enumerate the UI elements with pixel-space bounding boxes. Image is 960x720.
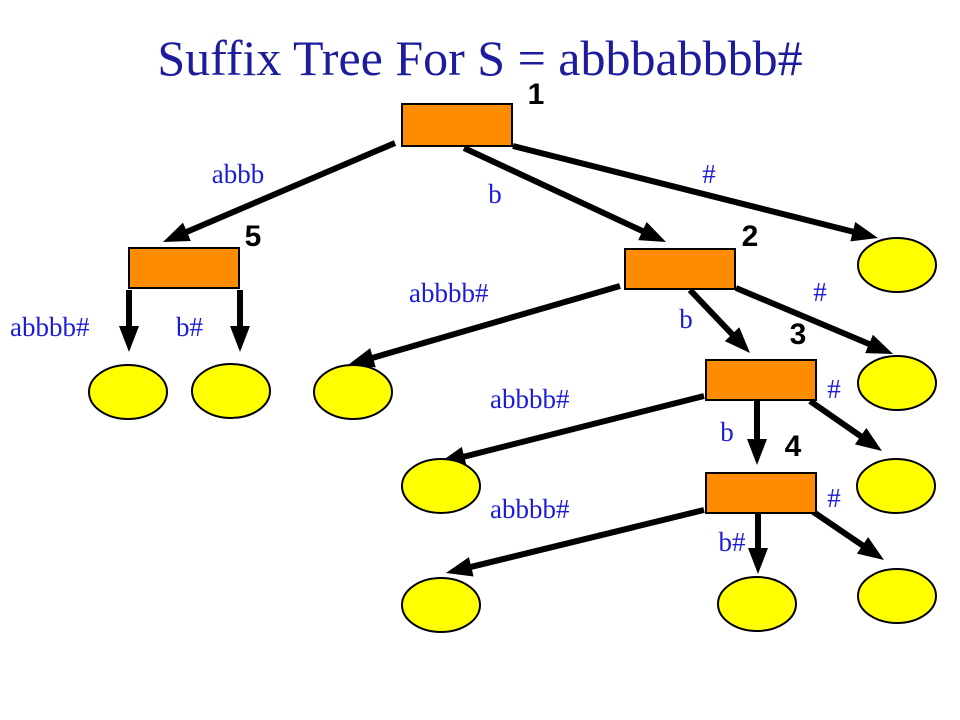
edge-n2-l5 <box>734 285 893 354</box>
edge-n5-l2 <box>119 290 139 352</box>
edge-label: abbbb# <box>409 278 489 308</box>
edge-line <box>512 143 858 236</box>
edge-n5-l3 <box>230 290 250 352</box>
arrowhead <box>856 537 884 560</box>
edge-label: # <box>827 374 841 404</box>
edge-label: # <box>702 159 716 189</box>
edge-n3-l7 <box>808 398 882 451</box>
edge-label: # <box>827 483 841 513</box>
edge-label: b <box>679 304 693 334</box>
leaf-node <box>191 363 271 419</box>
edge-n2-n3 <box>687 287 750 353</box>
arrowhead <box>163 222 191 242</box>
leaf-node <box>88 364 168 420</box>
edge-label: abbbb# <box>10 312 90 342</box>
edge-label: abbbb# <box>490 494 570 524</box>
node-number: 1 <box>528 78 545 111</box>
arrowhead <box>638 221 666 242</box>
edge-line <box>808 398 866 441</box>
internal-node-5 <box>128 247 240 289</box>
internal-node-4 <box>705 472 817 514</box>
edge-line <box>466 507 705 571</box>
arrowhead <box>748 548 768 574</box>
node-number: 5 <box>245 220 262 253</box>
internal-node-2 <box>624 248 736 290</box>
leaf-node <box>856 458 936 514</box>
edge-line <box>182 140 397 237</box>
edge-n2-l4 <box>348 283 621 368</box>
arrowhead <box>865 334 893 354</box>
edge-label: abbbb# <box>490 384 570 414</box>
leaf-node <box>313 364 393 420</box>
nodes <box>88 103 937 633</box>
labels: abbbb#abbbb#b#abbbb#b#abbbb#b#abbbb#b##1… <box>10 78 841 557</box>
arrowhead <box>854 427 882 451</box>
edge-label: abbb <box>212 159 264 189</box>
edge-line <box>462 145 648 236</box>
edge-line <box>368 283 621 362</box>
edge-n1-l1 <box>512 143 878 242</box>
internal-node-3 <box>705 359 817 401</box>
leaf-node <box>401 577 481 633</box>
edge-n4-l10 <box>810 508 884 560</box>
edge-line <box>687 287 737 340</box>
arrowhead <box>724 327 750 353</box>
leaf-node <box>857 568 937 624</box>
node-number: 2 <box>742 220 759 253</box>
edge-line <box>459 393 705 461</box>
edge-n3-n4 <box>747 401 767 465</box>
edges <box>119 140 893 577</box>
arrowhead <box>230 326 250 352</box>
edge-label: b# <box>719 527 747 557</box>
edge-n1-n2 <box>462 145 666 242</box>
edge-line <box>734 285 874 349</box>
edge-label: b <box>488 179 502 209</box>
arrowhead <box>446 557 474 577</box>
node-number: 4 <box>785 430 802 463</box>
edge-n4-l9 <box>748 514 768 574</box>
leaf-node <box>401 458 481 514</box>
leaf-node <box>857 355 937 411</box>
leaf-node <box>857 237 937 293</box>
arrowhead <box>850 221 878 242</box>
edge-n4-l8 <box>446 507 705 577</box>
node-number: 3 <box>790 318 807 351</box>
edge-label: # <box>813 277 827 307</box>
edge-label: b <box>720 417 734 447</box>
edge-n3-l6 <box>439 393 705 467</box>
arrowhead <box>747 439 767 465</box>
edge-line <box>810 508 868 551</box>
arrowhead <box>348 348 376 368</box>
leaf-node <box>717 576 797 632</box>
internal-node-1 <box>401 103 513 147</box>
arrowhead <box>119 326 139 352</box>
edge-n1-n5 <box>163 140 397 242</box>
edge-label: b# <box>176 312 204 342</box>
page-title: Suffix Tree For S = abbbabbbb# <box>157 30 803 86</box>
